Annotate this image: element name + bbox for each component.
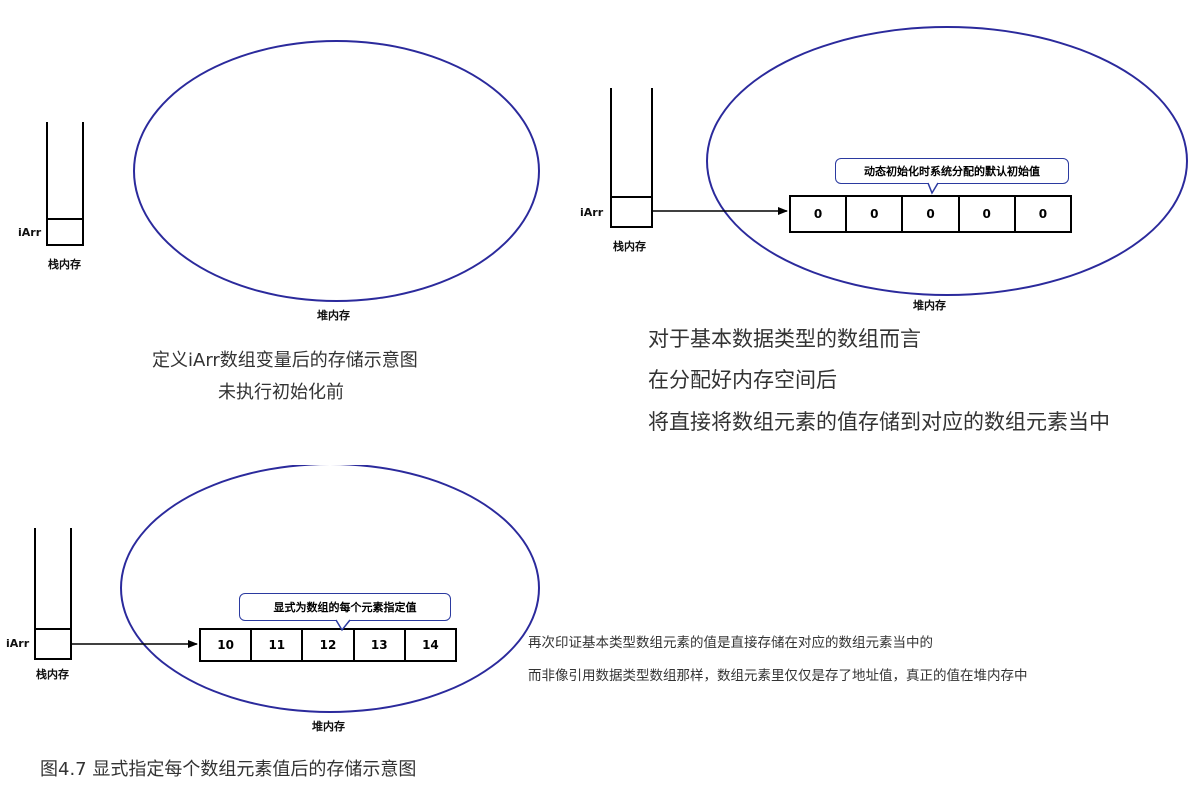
panel1-caption-line1: 定义iArr数组变量后的存储示意图 (152, 350, 418, 371)
panel2-note-line3: 将直接将数组元素的值存储到对应的数组元素当中 (648, 410, 1110, 434)
panel3-array: 10 11 12 13 14 (199, 628, 457, 662)
panel3-heap-label: 堆内存 (312, 720, 345, 733)
panel2-stack-label: 栈内存 (613, 240, 646, 253)
panel2-array-cell: 0 (903, 197, 960, 231)
panel3-crop-mask (100, 440, 570, 465)
panel2-array-cell: 0 (960, 197, 1016, 231)
panel2-note-line2: 在分配好内存空间后 (648, 368, 837, 392)
panel3-stack-left-wall (34, 528, 36, 660)
panel2-heap-ellipse (706, 26, 1188, 296)
panel2-array-cell: 0 (1038, 207, 1048, 221)
panel1-stack-left-wall (46, 122, 48, 246)
panel3-array-cell: 13 (355, 630, 406, 660)
panel3-callout: 显式为数组的每个元素指定值 (239, 593, 451, 621)
panel1-var-label: iArr (18, 226, 42, 239)
panel3-note-line2: 而非像引用数据类型数组那样，数组元素里仅仅是存了地址值，真正的值在堆内存中 (528, 668, 1028, 684)
panel1-heap-ellipse (133, 40, 540, 302)
panel3-note-line1: 再次印证基本类型数组元素的值是直接存储在对应的数组元素当中的 (528, 635, 933, 651)
panel3-var-label: iArr (6, 637, 30, 650)
panel3-array-cell: 12 (303, 630, 355, 660)
panel2-array: 0 0 0 0 0 (789, 195, 1072, 233)
panel2-array-cell: 0 (791, 197, 848, 231)
panel2-stack-right-wall (651, 88, 653, 228)
panel3-stack-label: 栈内存 (36, 668, 69, 681)
panel3-callout-tail (335, 619, 351, 632)
panel1-stack-label: 栈内存 (48, 258, 81, 271)
panel3-stack-slot (34, 628, 72, 660)
panel1-caption-line2: 未执行初始化前 (218, 382, 344, 403)
panel3-array-cell: 11 (252, 630, 304, 660)
panel3-figure-caption: 图4.7 显式指定每个数组元素值后的存储示意图 (40, 759, 417, 780)
panel2-heap-label: 堆内存 (913, 299, 946, 312)
panel3-array-cell: 14 (422, 638, 439, 652)
panel2-callout: 动态初始化时系统分配的默认初始值 (835, 158, 1069, 184)
panel2-var-label: iArr (580, 206, 604, 219)
panel2-callout-tail (927, 182, 939, 195)
panel2-array-cell: 0 (847, 197, 904, 231)
panel2-stack-slot (610, 196, 653, 228)
panel1-heap-label: 堆内存 (317, 309, 350, 322)
panel1-stack-slot (46, 218, 84, 246)
panel2-note-line1: 对于基本数据类型的数组而言 (648, 327, 921, 351)
panel2-stack-left-wall (610, 88, 612, 228)
panel1-stack-right-wall (82, 122, 84, 246)
panel3-stack-right-wall (70, 528, 72, 660)
panel3-array-cell: 10 (201, 630, 253, 660)
